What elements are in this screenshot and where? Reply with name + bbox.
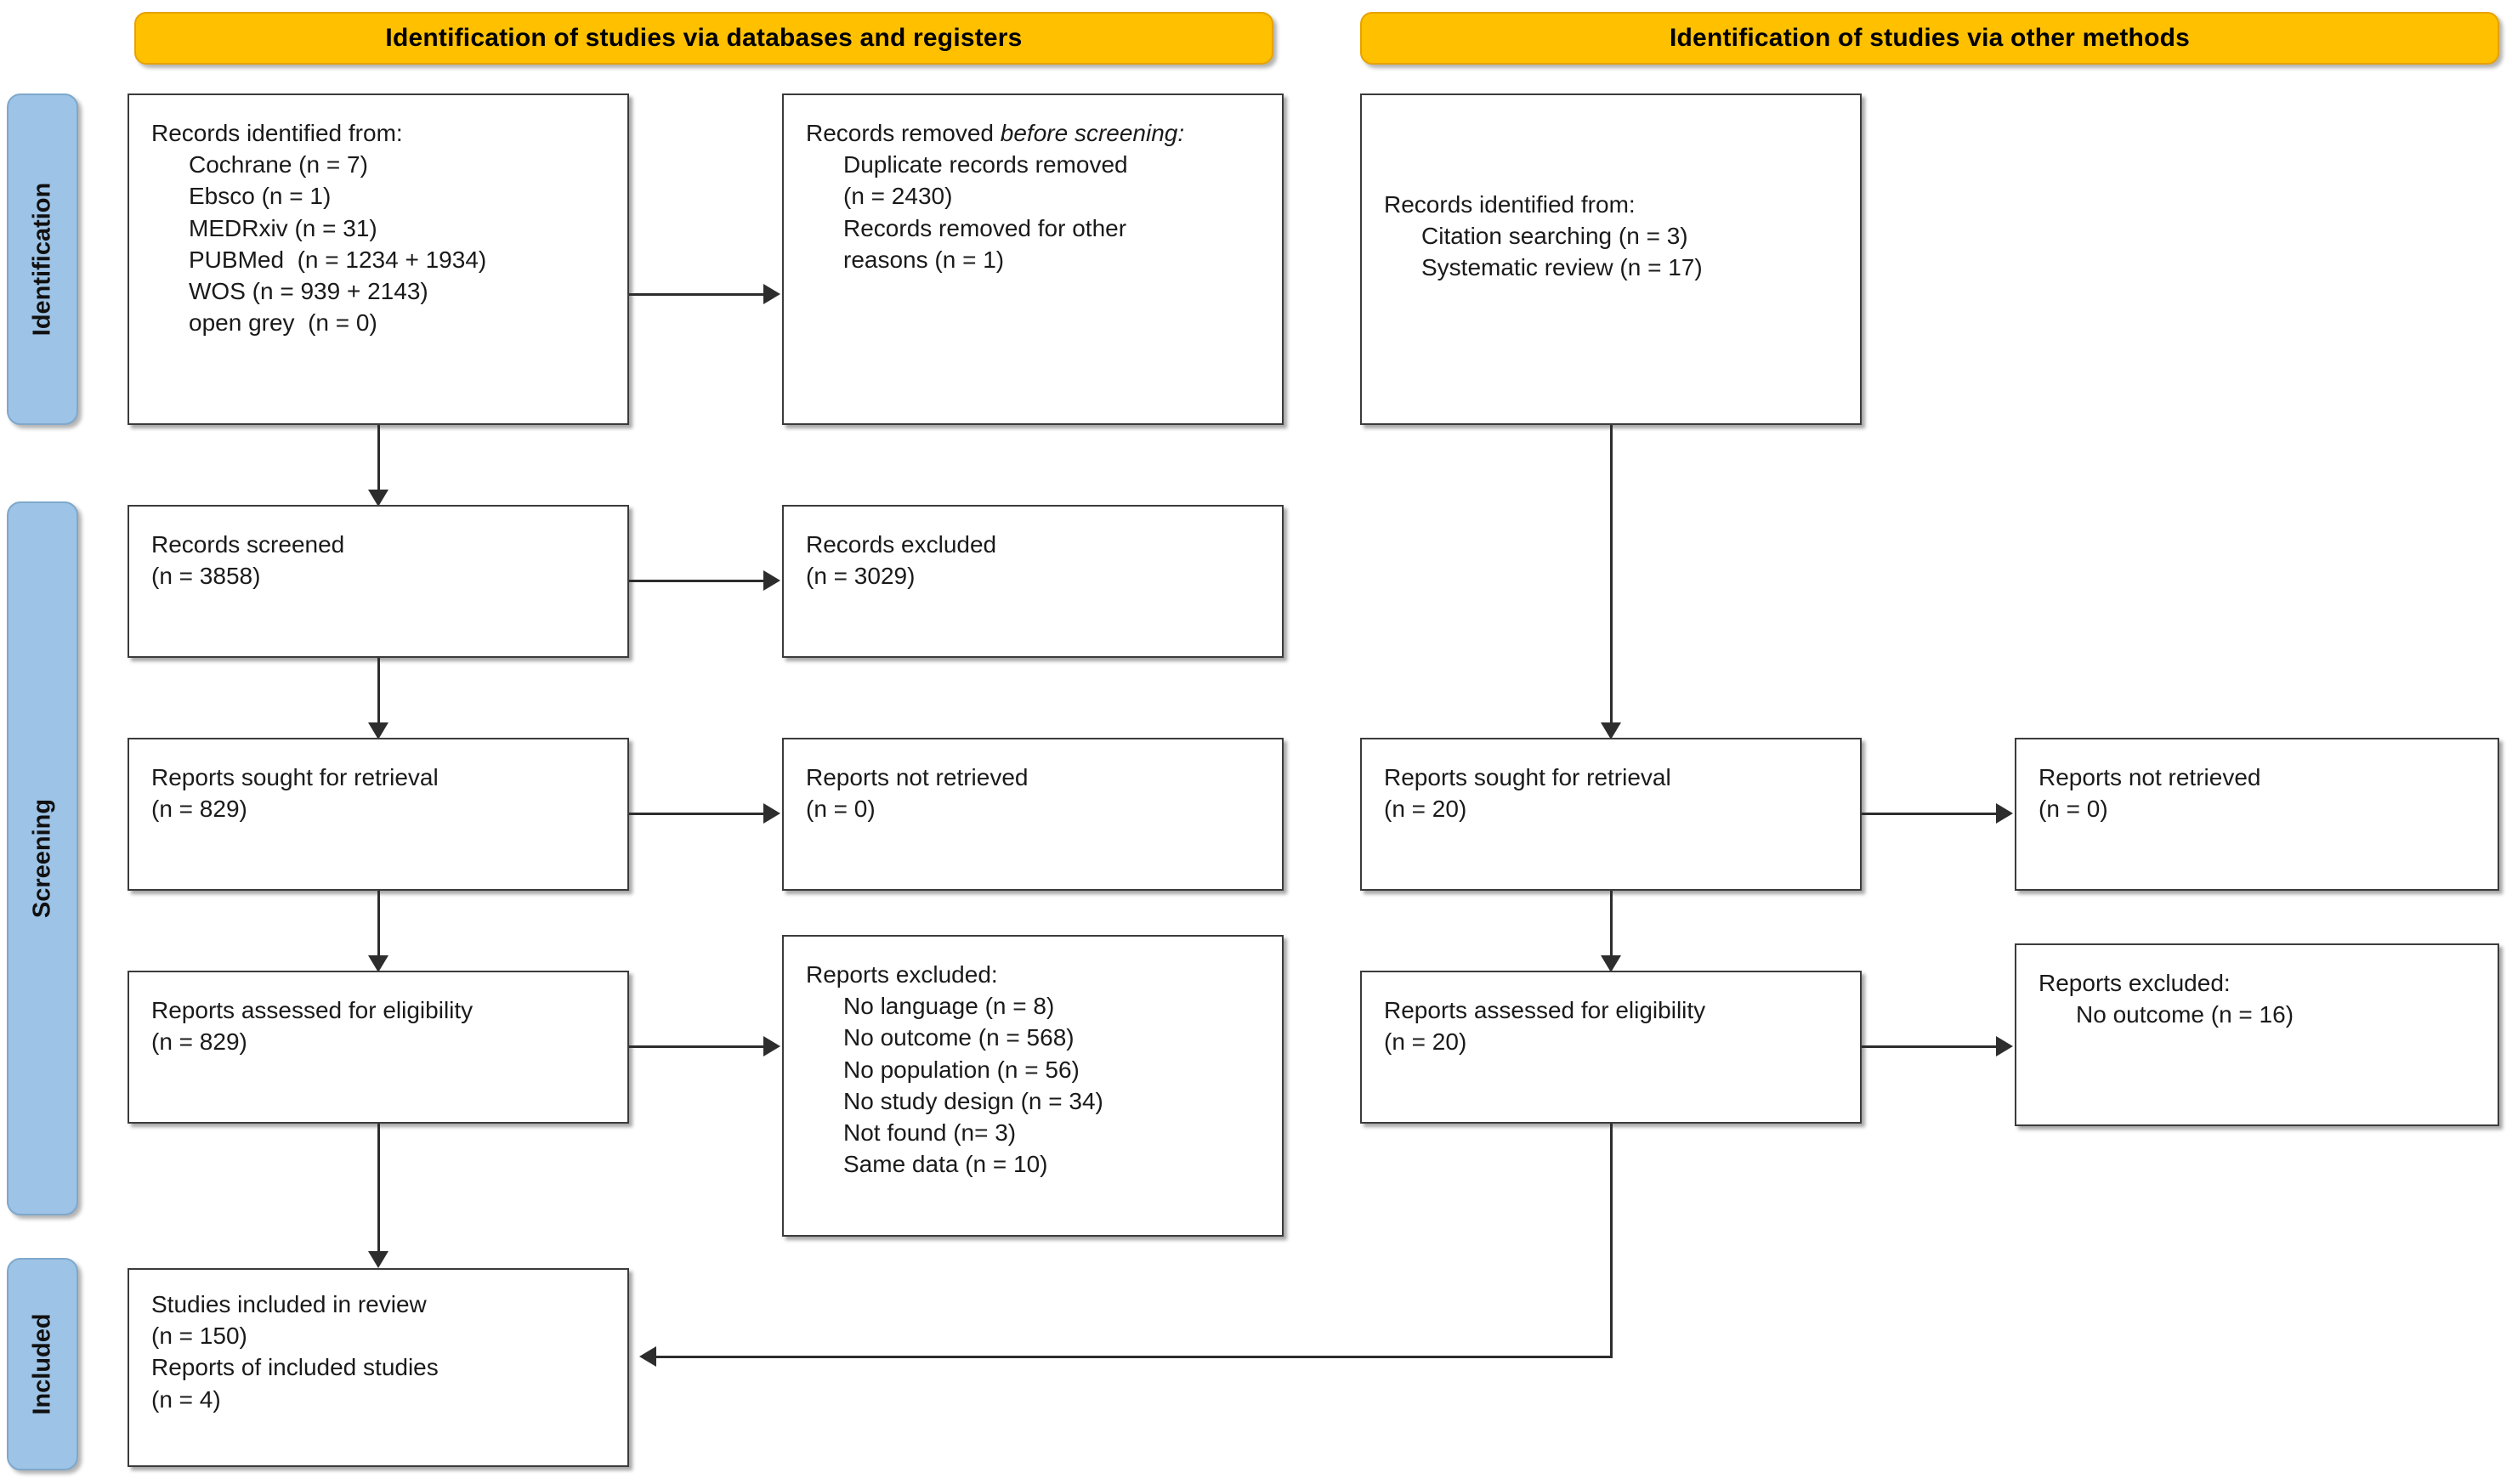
connector-identified-to-screened bbox=[377, 425, 380, 490]
connector-sought-to-not-retrieved-left bbox=[629, 813, 763, 815]
records-removed-title-plain: Records removed bbox=[806, 120, 1001, 146]
records-identified-title: Records identified from: bbox=[151, 120, 403, 146]
reports-excluded-left-item-same-data: Same data (n = 10) bbox=[843, 1151, 1048, 1178]
studies-included-line1: Studies included in review bbox=[151, 1291, 427, 1317]
records-excluded-line1: Records excluded bbox=[806, 531, 997, 558]
arrowhead-assessed-to-excluded-right bbox=[1996, 1036, 2013, 1056]
arrowhead-identified-to-removed bbox=[763, 284, 780, 304]
records-removed-item-other-count: reasons (n = 1) bbox=[843, 246, 1005, 273]
box-reports-not-retrieved-left: Reports not retrieved (n = 0) bbox=[782, 738, 1284, 891]
banner-other-methods: Identification of studies via other meth… bbox=[1360, 12, 2499, 65]
reports-sought-left-line2: (n = 829) bbox=[151, 796, 247, 823]
records-screened-line2: (n = 3858) bbox=[151, 563, 261, 590]
box-reports-assessed-right: Reports assessed for eligibility (n = 20… bbox=[1360, 971, 1862, 1124]
records-identified-item-ebsco: Ebsco (n = 1) bbox=[189, 183, 332, 210]
records-excluded-line2: (n = 3029) bbox=[806, 563, 916, 590]
connector-screened-to-excluded bbox=[629, 580, 763, 582]
connector-identified-to-removed bbox=[629, 293, 763, 296]
box-studies-included: Studies included in review (n = 150) Rep… bbox=[128, 1268, 629, 1467]
records-identified-item-opengrey: open grey (n = 0) bbox=[189, 309, 377, 337]
connector-assessed-to-excluded-left bbox=[629, 1045, 763, 1048]
records-identified-item-cochrane: Cochrane (n = 7) bbox=[189, 151, 368, 178]
studies-included-line2: (n = 150) bbox=[151, 1323, 247, 1350]
connector-assessed-right-to-included bbox=[656, 1356, 1613, 1358]
box-reports-sought-left: Reports sought for retrieval (n = 829) bbox=[128, 738, 629, 891]
arrowhead-assessed-to-included bbox=[368, 1251, 388, 1268]
box-reports-assessed-left: Reports assessed for eligibility (n = 82… bbox=[128, 971, 629, 1124]
phase-label-identification: Identification bbox=[28, 182, 56, 337]
box-records-removed-before-screening: Records removed before screening: Duplic… bbox=[782, 93, 1284, 425]
records-identified-item-pubmed: PUBMed (n = 1234 + 1934) bbox=[189, 246, 487, 273]
phase-bar-included: Included bbox=[7, 1258, 78, 1470]
reports-excluded-right-item-no-outcome: No outcome (n = 16) bbox=[2076, 1001, 2294, 1028]
records-removed-title: Records removed before screening: bbox=[806, 117, 1263, 149]
reports-excluded-right-title: Reports excluded: bbox=[2039, 970, 2231, 996]
studies-included-line4: (n = 4) bbox=[151, 1385, 221, 1413]
phase-label-included: Included bbox=[28, 1313, 56, 1415]
box-reports-sought-right: Reports sought for retrieval (n = 20) bbox=[1360, 738, 1862, 891]
records-removed-item-duplicate-count: (n = 2430) bbox=[843, 183, 953, 210]
arrowhead-screened-to-sought bbox=[368, 722, 388, 739]
banner-databases-registers: Identification of studies via databases … bbox=[134, 12, 1273, 65]
records-identified-item-medrxiv: MEDRxiv (n = 31) bbox=[189, 214, 377, 241]
reports-not-retrieved-right-line1: Reports not retrieved bbox=[2039, 764, 2261, 790]
arrowhead-identified-to-screened bbox=[368, 490, 388, 507]
box-reports-excluded-left: Reports excluded: No language (n = 8) No… bbox=[782, 935, 1284, 1237]
connector-sought-to-assessed-right bbox=[1610, 891, 1613, 955]
connector-other-identified-to-sought-right bbox=[1610, 425, 1613, 722]
phase-label-screening: Screening bbox=[28, 798, 56, 919]
connector-assessed-to-included bbox=[377, 1124, 380, 1251]
reports-assessed-left-line2: (n = 829) bbox=[151, 1028, 247, 1056]
connector-sought-to-not-retrieved-right bbox=[1862, 813, 1996, 815]
box-records-identified-other-methods: Records identified from: Citation search… bbox=[1360, 93, 1862, 425]
arrowhead-screened-to-excluded bbox=[763, 570, 780, 591]
reports-assessed-right-line1: Reports assessed for eligibility bbox=[1384, 997, 1706, 1023]
box-records-identified-databases: Records identified from: Cochrane (n = 7… bbox=[128, 93, 629, 425]
records-identified-other-item-citation: Citation searching (n = 3) bbox=[1421, 223, 1688, 250]
reports-excluded-left-item-no-language: No language (n = 8) bbox=[843, 993, 1055, 1020]
arrowhead-sought-to-assessed-left bbox=[368, 955, 388, 972]
phase-bar-screening: Screening bbox=[7, 501, 78, 1215]
records-identified-other-title: Records identified from: bbox=[1384, 191, 1636, 218]
reports-excluded-left-item-no-population: No population (n = 56) bbox=[843, 1056, 1080, 1083]
reports-excluded-left-item-no-study-design: No study design (n = 34) bbox=[843, 1087, 1103, 1114]
box-records-excluded: Records excluded (n = 3029) bbox=[782, 505, 1284, 658]
reports-sought-right-line2: (n = 20) bbox=[1384, 796, 1467, 823]
records-identified-other-item-systematic: Systematic review (n = 17) bbox=[1421, 254, 1703, 281]
arrowhead-other-identified-to-sought-right bbox=[1601, 722, 1621, 739]
arrowhead-sought-to-not-retrieved-right bbox=[1996, 803, 2013, 824]
box-reports-excluded-right: Reports excluded: No outcome (n = 16) bbox=[2015, 943, 2499, 1126]
reports-assessed-right-line2: (n = 20) bbox=[1384, 1028, 1467, 1056]
records-identified-item-wos: WOS (n = 939 + 2143) bbox=[189, 278, 428, 305]
reports-sought-left-line1: Reports sought for retrieval bbox=[151, 764, 439, 790]
studies-included-line3: Reports of included studies bbox=[151, 1354, 439, 1381]
reports-not-retrieved-left-line2: (n = 0) bbox=[806, 796, 876, 823]
box-records-screened: Records screened (n = 3858) bbox=[128, 505, 629, 658]
box-reports-not-retrieved-right: Reports not retrieved (n = 0) bbox=[2015, 738, 2499, 891]
records-removed-item-other: Records removed for other bbox=[843, 214, 1127, 241]
reports-assessed-left-line1: Reports assessed for eligibility bbox=[151, 997, 473, 1023]
reports-excluded-left-item-not-found: Not found (n= 3) bbox=[843, 1119, 1017, 1147]
connector-sought-to-assessed-left bbox=[377, 891, 380, 955]
connector-assessed-to-excluded-right bbox=[1862, 1045, 1996, 1048]
reports-not-retrieved-left-line1: Reports not retrieved bbox=[806, 764, 1029, 790]
reports-excluded-left-item-no-outcome: No outcome (n = 568) bbox=[843, 1024, 1075, 1051]
reports-sought-right-line1: Reports sought for retrieval bbox=[1384, 764, 1671, 790]
banner-other-methods-label: Identification of studies via other meth… bbox=[1670, 24, 2190, 52]
connector-assessed-right-down bbox=[1610, 1124, 1613, 1358]
phase-bar-identification: Identification bbox=[7, 93, 78, 425]
arrowhead-sought-to-assessed-right bbox=[1601, 955, 1621, 972]
reports-not-retrieved-right-line2: (n = 0) bbox=[2039, 796, 2108, 823]
reports-excluded-left-title: Reports excluded: bbox=[806, 961, 998, 988]
arrowhead-assessed-to-excluded-left bbox=[763, 1036, 780, 1056]
records-removed-item-duplicate: Duplicate records removed bbox=[843, 151, 1128, 178]
arrowhead-sought-to-not-retrieved-left bbox=[763, 803, 780, 824]
records-screened-line1: Records screened bbox=[151, 531, 345, 558]
banner-databases-registers-label: Identification of studies via databases … bbox=[385, 24, 1023, 52]
records-removed-title-italic: before screening: bbox=[1000, 120, 1185, 146]
arrowhead-right-into-included bbox=[639, 1346, 656, 1367]
connector-screened-to-sought bbox=[377, 658, 380, 722]
